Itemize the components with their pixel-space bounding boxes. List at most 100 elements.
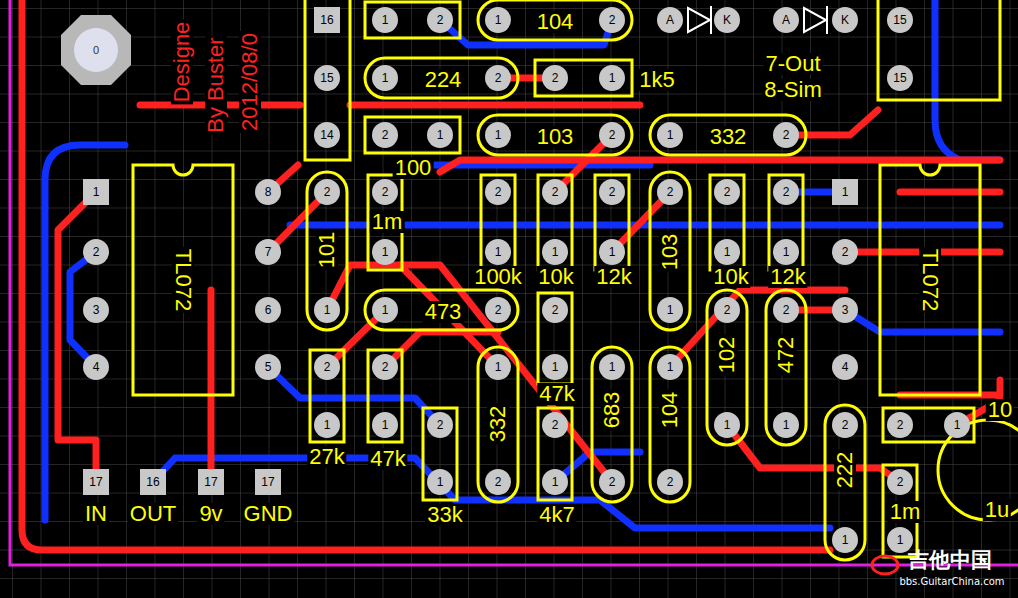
top-trace	[58, 192, 96, 482]
component-outline	[478, 347, 518, 502]
component-value: 12k	[594, 266, 633, 288]
component-outline	[478, 0, 632, 40]
pad-number: 1	[495, 14, 502, 26]
component-outline	[650, 347, 690, 502]
component-value: 1k5	[637, 69, 676, 91]
top-trace	[350, 102, 640, 109]
round-pad	[542, 179, 568, 205]
component-outline	[365, 117, 460, 153]
component-outline	[538, 175, 572, 270]
pad-number: 1	[667, 304, 674, 316]
component-value: 100k	[472, 266, 524, 288]
round-pad	[314, 354, 340, 380]
pad-number: 2	[382, 186, 389, 198]
round-pad	[599, 179, 625, 205]
round-pad	[542, 239, 568, 265]
pad-number: 2	[382, 361, 389, 373]
top-trace	[900, 380, 1000, 395]
round-pad	[485, 239, 511, 265]
component-value: 10	[986, 399, 1014, 421]
diode-symbol	[826, 6, 828, 34]
top-trace	[208, 290, 215, 482]
pad-number: 1	[324, 419, 331, 431]
pad-number: 1	[495, 129, 502, 141]
pad-number: 16	[320, 14, 333, 26]
pad-number: 1	[437, 129, 444, 141]
pad-number: 1	[954, 419, 961, 431]
pad-number: 17	[261, 476, 274, 488]
round-pad	[314, 297, 340, 323]
pad-number: 2	[495, 72, 502, 84]
square-pad	[83, 469, 109, 495]
component-value: 104	[659, 390, 681, 431]
pad-number: 4	[93, 361, 100, 373]
component-outline	[769, 175, 803, 270]
round-pad	[372, 179, 398, 205]
round-pad	[773, 239, 799, 265]
component-value: 100	[393, 157, 434, 179]
round-pad	[314, 179, 340, 205]
mount-hole	[61, 15, 131, 85]
top-trace	[22, 0, 830, 550]
component-outline	[883, 408, 974, 442]
pad-number: 2	[437, 419, 444, 431]
bottom-trace	[153, 458, 830, 528]
pad-number: 2	[609, 129, 616, 141]
round-pad	[887, 65, 913, 91]
pad-number: 17	[89, 476, 102, 488]
component-outline	[305, 0, 350, 160]
component-outline	[595, 175, 629, 270]
square-pad	[832, 179, 858, 205]
pad-number: 2	[609, 14, 616, 26]
round-pad	[657, 469, 683, 495]
pad-number: 2	[382, 129, 389, 141]
component-value: 103	[535, 126, 576, 148]
pad-number: 2	[324, 361, 331, 373]
round-pad	[599, 65, 625, 91]
round-pad	[599, 469, 625, 495]
component-value: 47k	[368, 448, 407, 470]
component-outline	[133, 165, 233, 395]
watermark-logo	[872, 556, 898, 574]
component-outline	[310, 350, 344, 442]
watermark: 吉他中国	[908, 550, 992, 571]
component-outline	[478, 115, 632, 155]
component-outline	[423, 408, 457, 500]
component-value: 47k	[537, 383, 576, 405]
component-value: 1m	[888, 501, 923, 523]
round-pad	[887, 412, 913, 438]
diode-symbol	[804, 8, 826, 32]
component-outline	[707, 290, 747, 445]
pad-number: 15	[320, 72, 333, 84]
round-pad	[599, 122, 625, 148]
component-value: 9v	[197, 503, 224, 525]
component-value: 33k	[425, 504, 464, 526]
component-value: 101	[316, 230, 338, 271]
round-pad	[83, 354, 109, 380]
pad-number: 1	[783, 246, 790, 258]
watermark-logo	[872, 556, 898, 574]
square-pad	[140, 469, 166, 495]
component-value: 103	[659, 232, 681, 273]
pad-number: 2	[667, 476, 674, 488]
component-outline	[365, 58, 518, 98]
top-trace	[400, 265, 612, 482]
round-pad	[542, 354, 568, 380]
pad-number: 1	[93, 186, 100, 198]
round-pad	[599, 354, 625, 380]
round-pad	[255, 297, 281, 323]
component-value: 8-Sim	[762, 79, 823, 101]
component-value: 222	[834, 450, 856, 491]
component-outline	[650, 115, 806, 155]
diode-symbol	[688, 8, 710, 32]
round-pad	[832, 7, 858, 33]
round-pad	[314, 122, 340, 148]
component-outline	[133, 0, 1018, 560]
pad-number: 2	[783, 186, 790, 198]
component-value: 12k	[768, 266, 807, 288]
component-value: 1u	[983, 499, 1011, 521]
pad-number: 16	[146, 476, 159, 488]
pad-number: 2	[609, 476, 616, 488]
pad-number: 2	[667, 186, 674, 198]
pad-number: 1	[552, 361, 559, 373]
